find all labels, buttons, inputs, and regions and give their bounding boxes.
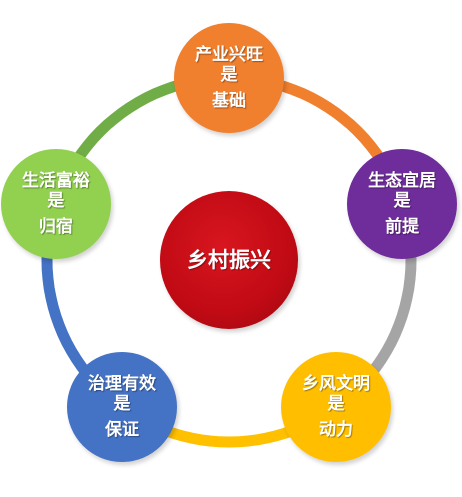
- node-civility-role: 动力: [318, 420, 353, 441]
- node-governance-title: 治理有效: [88, 374, 157, 395]
- node-governance-role: 保证: [105, 420, 140, 441]
- node-ecology-connector: 是: [393, 190, 411, 211]
- center-label: 乡村振兴: [187, 248, 271, 272]
- node-industry-title: 产业兴旺: [195, 45, 263, 65]
- node-civility: 乡风文明 是 动力: [280, 352, 391, 463]
- node-prosperity-title: 生活富裕: [21, 170, 90, 191]
- node-governance: 治理有效 是 保证: [67, 352, 178, 463]
- node-prosperity: 生活富裕 是 归宿: [0, 148, 111, 259]
- node-governance-connector: 是: [113, 394, 131, 415]
- node-ecology-title: 生态宜居: [368, 170, 437, 191]
- node-prosperity-connector: 是: [47, 190, 65, 211]
- center-circle: 乡村振兴: [160, 191, 298, 329]
- node-prosperity-role: 归宿: [38, 216, 73, 237]
- node-ecology: 生态宜居 是 前提: [347, 148, 458, 259]
- node-industry-connector: 是: [220, 65, 238, 85]
- node-ecology-role: 前提: [385, 216, 420, 237]
- node-industry: 产业兴旺 是 基础: [174, 23, 284, 133]
- node-industry-role: 基础: [212, 91, 246, 111]
- node-civility-title: 乡风文明: [301, 374, 370, 395]
- node-civility-connector: 是: [327, 394, 345, 415]
